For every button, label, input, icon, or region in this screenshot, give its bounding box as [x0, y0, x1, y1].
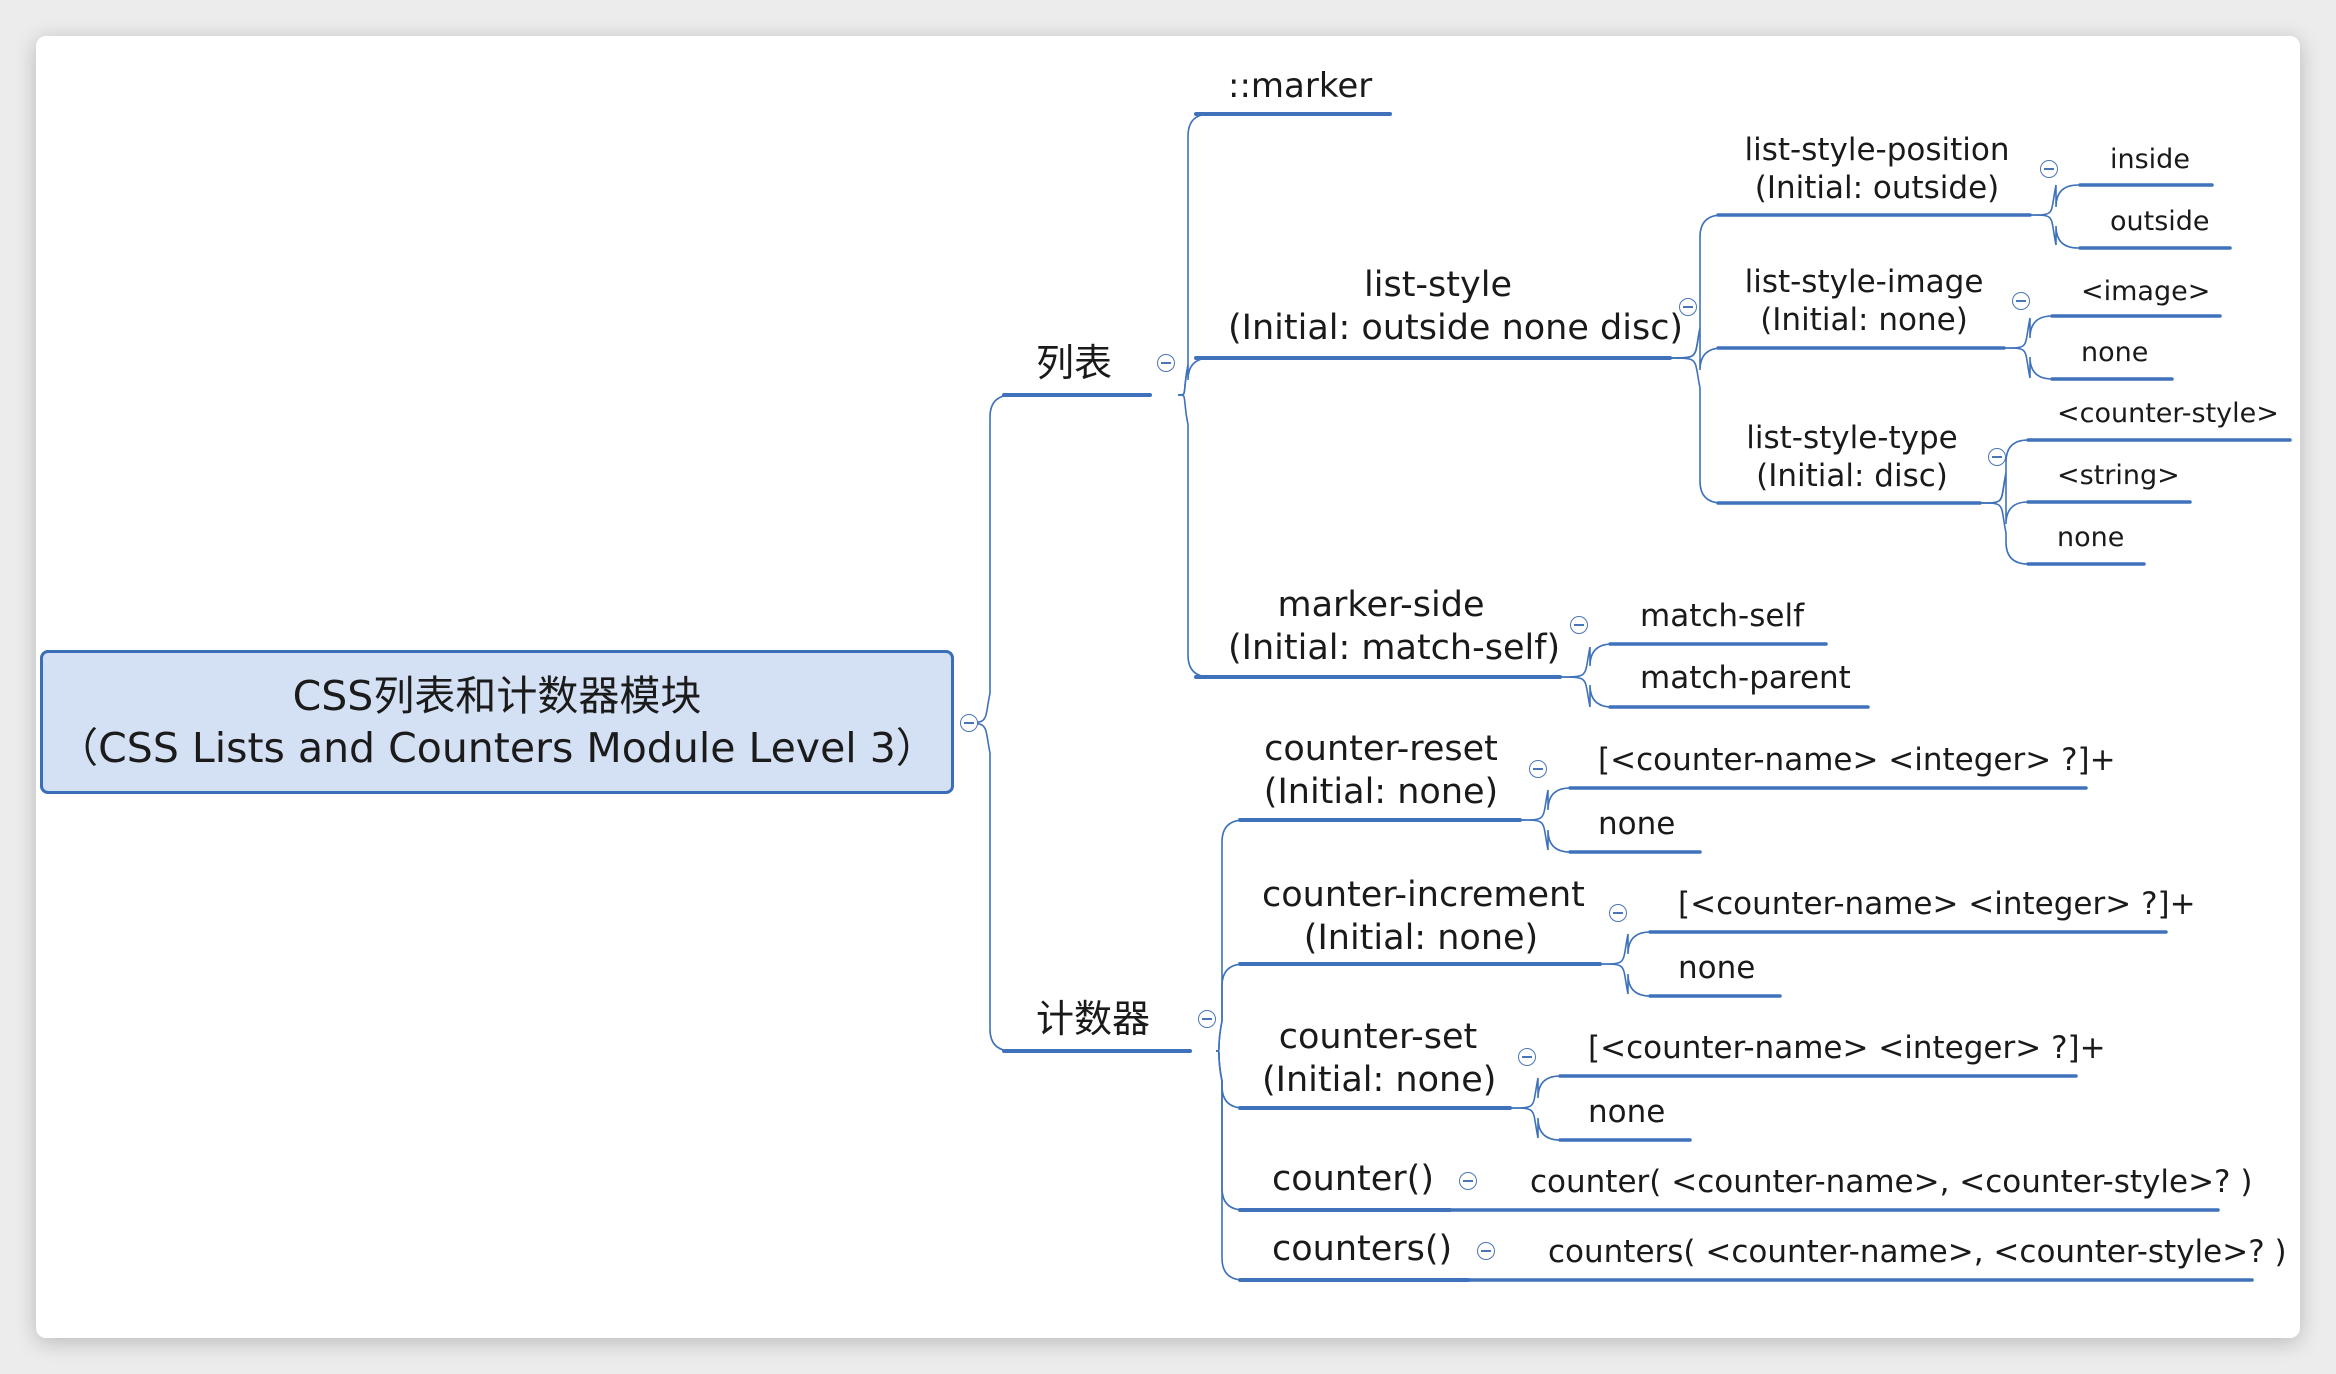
- reset-connector-0: [1519, 787, 1571, 821]
- value-counter-function[interactable]: counter( <counter-name>, <counter-style>…: [1530, 1164, 2253, 1200]
- value-set-syntax[interactable]: [<counter-name> <integer> ?]+: [1588, 1030, 2106, 1066]
- root-collapse-icon[interactable]: [960, 714, 978, 732]
- list-style-image-collapse-icon[interactable]: [2012, 292, 2030, 310]
- increment-connector-0: [1599, 931, 1651, 965]
- counter-set-collapse-icon[interactable]: [1518, 1048, 1536, 1066]
- list-style-collapse-icon[interactable]: [1679, 298, 1697, 316]
- marker-side-connector-0: [1559, 643, 1613, 678]
- set-connector-1: [1509, 1107, 1561, 1141]
- value-image[interactable]: <image>: [2081, 276, 2211, 307]
- value-increment-none[interactable]: none: [1678, 950, 1756, 986]
- value-counters-function[interactable]: counters( <counter-name>, <counter-style…: [1548, 1234, 2287, 1270]
- counter-connector-1: [1215, 963, 1245, 1052]
- topic-marker[interactable]: ::marker: [1228, 66, 1373, 106]
- counter-collapse-icon[interactable]: [1198, 1010, 1216, 1028]
- type-connector-1: [1979, 472, 2029, 525]
- position-connector-1: [2029, 214, 2080, 249]
- value-match-self[interactable]: match-self: [1640, 598, 1804, 634]
- list-style-position-collapse-icon[interactable]: [2040, 160, 2058, 178]
- image-connector-1: [2003, 347, 2053, 380]
- topic-list-style-image[interactable]: list-style-image (Initial: none): [1744, 264, 1984, 338]
- list-style-connector-1: [1669, 327, 1723, 371]
- value-match-parent[interactable]: match-parent: [1640, 660, 1851, 696]
- topic-list-style-position[interactable]: list-style-position (Initial: outside): [1744, 132, 2010, 206]
- topic-counter-function[interactable]: counter(): [1272, 1159, 1434, 1199]
- image-connector-0: [2003, 315, 2053, 349]
- value-image-none[interactable]: none: [2081, 337, 2149, 368]
- marker-side-collapse-icon[interactable]: [1570, 616, 1588, 634]
- counter-reset-collapse-icon[interactable]: [1529, 760, 1547, 778]
- counter-connector-4: [1215, 1050, 1245, 1281]
- counter-function-collapse-icon[interactable]: [1459, 1172, 1477, 1190]
- mind-map-canvas: CSS列表和计数器模块 （CSS Lists and Counters Modu…: [36, 36, 2300, 1338]
- marker-side-connector-1: [1559, 676, 1613, 708]
- topic-counter-reset[interactable]: counter-reset (Initial: none): [1263, 729, 1499, 812]
- position-connector-0: [2029, 184, 2080, 216]
- list-style-type-collapse-icon[interactable]: [1988, 448, 2006, 466]
- counters-function-collapse-icon[interactable]: [1477, 1242, 1495, 1260]
- topic-counter-increment[interactable]: counter-increment (Initial: none): [1262, 875, 1585, 958]
- nodes-layer: CSS列表和计数器模块 （CSS Lists and Counters Modu…: [36, 36, 2300, 1338]
- topic-list-style[interactable]: list-style (Initial: outside none disc): [1228, 265, 1684, 348]
- topic-counter[interactable]: 计数器: [1036, 997, 1151, 1041]
- list-collapse-icon[interactable]: [1157, 354, 1175, 372]
- set-connector-0: [1509, 1075, 1561, 1109]
- topic-list[interactable]: 列表: [1036, 341, 1113, 385]
- topic-counters-function[interactable]: counters(): [1272, 1229, 1453, 1269]
- reset-connector-1: [1519, 819, 1571, 853]
- counter-increment-collapse-icon[interactable]: [1609, 904, 1627, 922]
- value-type-none[interactable]: none: [2057, 522, 2125, 553]
- root-topic[interactable]: CSS列表和计数器模块 （CSS Lists and Counters Modu…: [40, 650, 954, 794]
- value-string[interactable]: <string>: [2057, 460, 2180, 491]
- root-topic-title: CSS列表和计数器模块: [292, 671, 702, 720]
- value-inside[interactable]: inside: [2110, 144, 2190, 175]
- list-style-connector-2: [1669, 357, 1723, 504]
- value-increment-syntax[interactable]: [<counter-name> <integer> ?]+: [1678, 886, 2196, 922]
- value-reset-none[interactable]: none: [1598, 806, 1676, 842]
- value-counter-style[interactable]: <counter-style>: [2057, 398, 2279, 429]
- topic-marker-side[interactable]: marker-side (Initial: match-self): [1228, 585, 1561, 668]
- root-topic-subtitle: （CSS Lists and Counters Module Level 3）: [57, 724, 937, 772]
- value-reset-syntax[interactable]: [<counter-name> <integer> ?]+: [1598, 742, 2116, 778]
- connector-lines: [959, 112, 2292, 1282]
- increment-connector-1: [1599, 963, 1651, 997]
- topic-list-style-type[interactable]: list-style-type (Initial: disc): [1746, 420, 1958, 494]
- value-outside[interactable]: outside: [2110, 206, 2210, 237]
- value-set-none[interactable]: none: [1588, 1094, 1666, 1130]
- type-connector-2: [1979, 502, 2029, 565]
- topic-counter-set[interactable]: counter-set (Initial: none): [1262, 1017, 1497, 1100]
